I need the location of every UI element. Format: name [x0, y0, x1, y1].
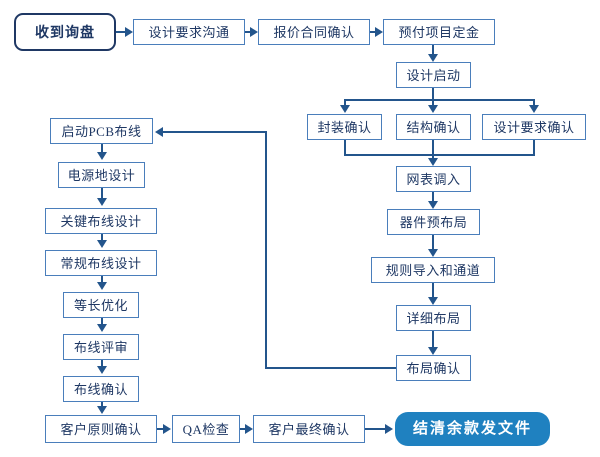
node-design-req-confirm[interactable]: 设计要求确认	[482, 114, 586, 140]
connector-n11-n12	[432, 283, 434, 299]
arrowhead-bus-n6	[340, 105, 350, 113]
node-settle-balance-deliver[interactable]: 结清余款发文件	[395, 412, 550, 446]
arrowhead-n11-n12	[428, 297, 438, 305]
connector-n16-n17	[101, 234, 103, 242]
arrowhead-n12-n13	[428, 347, 438, 355]
connector-n2-n3	[245, 31, 251, 33]
connector-n15-n16	[101, 188, 103, 200]
feedback-loop-riser	[265, 131, 267, 369]
merge-bus-right-rise	[533, 140, 535, 156]
feedback-loop-bottom	[265, 367, 396, 369]
node-critical-routing-design[interactable]: 关键布线设计	[45, 208, 157, 234]
merge-bus-mid-rise	[432, 140, 434, 156]
connector-n9-n10	[432, 192, 434, 203]
arrowhead-n4-n5	[428, 54, 438, 62]
connector-n23-n24	[365, 428, 387, 430]
node-length-matching[interactable]: 等长优化	[63, 292, 139, 318]
arrowhead-n22-n23	[245, 424, 253, 434]
arrowhead-feedback-n14	[155, 127, 163, 137]
node-detailed-layout[interactable]: 详细布局	[396, 305, 471, 331]
connector-n3-n4	[370, 31, 376, 33]
node-prepay-deposit[interactable]: 预付项目定金	[383, 19, 495, 45]
arrowhead-n19-n20	[97, 366, 107, 374]
arrowhead-n15-n16	[97, 198, 107, 206]
arrowhead-bus-n9	[428, 158, 438, 166]
arrowhead-bus-n7	[428, 105, 438, 113]
arrowhead-n21-n22	[163, 424, 171, 434]
arrowhead-n20-n21	[97, 406, 107, 414]
arrowhead-n18-n19	[97, 324, 107, 332]
node-power-ground-design[interactable]: 电源地设计	[58, 162, 145, 188]
arrowhead-n10-n11	[428, 249, 438, 257]
node-rule-import-channel[interactable]: 规则导入和通道	[371, 257, 495, 283]
connector-n5-bus	[432, 88, 434, 100]
node-routing-review[interactable]: 布线评审	[63, 334, 139, 360]
merge-bus-bottom	[344, 154, 535, 156]
arrowhead-n16-n17	[97, 240, 107, 248]
node-customer-principle-confirm[interactable]: 客户原则确认	[45, 415, 157, 443]
connector-n10-n11	[432, 235, 434, 251]
arrowhead-n1-n2	[125, 27, 133, 37]
node-quote-contract-confirm[interactable]: 报价合同确认	[258, 19, 370, 45]
connector-n17-n18	[101, 276, 103, 284]
node-regular-routing-design[interactable]: 常规布线设计	[45, 250, 157, 276]
merge-bus-left-rise	[344, 140, 346, 156]
node-component-preplacement[interactable]: 器件预布局	[387, 209, 480, 235]
split-bus-top	[344, 99, 534, 101]
node-customer-final-confirm[interactable]: 客户最终确认	[253, 415, 365, 443]
node-routing-confirm[interactable]: 布线确认	[63, 376, 139, 402]
arrowhead-n9-n10	[428, 201, 438, 209]
connector-n12-n13	[432, 331, 434, 349]
arrowhead-bus-n8	[529, 105, 539, 113]
node-qa-check[interactable]: QA检查	[172, 415, 240, 443]
split-bus-left-drop	[344, 99, 346, 107]
split-bus-mid-drop	[432, 99, 434, 107]
connector-n20-n21	[101, 402, 103, 408]
connector-n1-n2	[116, 31, 127, 33]
arrowhead-n23-n24	[385, 424, 393, 434]
arrowhead-n17-n18	[97, 282, 107, 290]
node-package-confirm[interactable]: 封装确认	[307, 114, 382, 140]
connector-n21-n22	[157, 428, 165, 430]
node-received-inquiry[interactable]: 收到询盘	[14, 13, 116, 51]
node-design-requirement-comm[interactable]: 设计要求沟通	[133, 19, 245, 45]
node-layout-confirm[interactable]: 布局确认	[396, 355, 471, 381]
split-bus-right-drop	[533, 99, 535, 107]
connector-n4-n5	[432, 45, 434, 56]
connector-n22-n23	[240, 428, 246, 430]
node-structure-confirm[interactable]: 结构确认	[396, 114, 471, 140]
node-design-kickoff[interactable]: 设计启动	[396, 62, 471, 88]
connector-n18-n19	[101, 318, 103, 326]
connector-bus-n9	[432, 154, 434, 160]
node-start-pcb-routing[interactable]: 启动PCB布线	[50, 118, 153, 144]
feedback-loop-top	[162, 131, 267, 133]
arrowhead-n2-n3	[250, 27, 258, 37]
connector-n14-n15	[101, 144, 103, 154]
arrowhead-n14-n15	[97, 152, 107, 160]
node-netlist-import[interactable]: 网表调入	[396, 166, 471, 192]
arrowhead-n3-n4	[375, 27, 383, 37]
connector-n19-n20	[101, 360, 103, 368]
